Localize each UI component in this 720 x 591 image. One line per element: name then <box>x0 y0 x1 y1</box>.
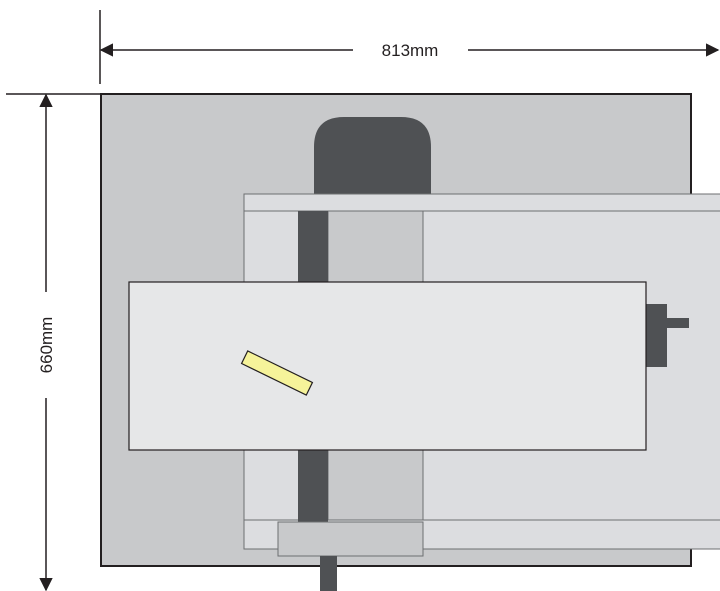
rear-motor-housing <box>314 117 431 194</box>
yellow-workpiece <box>240 350 314 396</box>
side-motor-block <box>646 304 667 367</box>
front-shaft <box>320 556 337 591</box>
carriage-table <box>128 281 647 451</box>
side-motor-shaft <box>667 318 689 328</box>
front-bracket <box>277 521 424 557</box>
height-dimension: 660mm <box>6 93 100 591</box>
width-dimension-label: 813mm <box>382 41 439 60</box>
height-dimension-label: 660mm <box>37 317 56 374</box>
width-dimension: 813mm <box>99 10 720 84</box>
